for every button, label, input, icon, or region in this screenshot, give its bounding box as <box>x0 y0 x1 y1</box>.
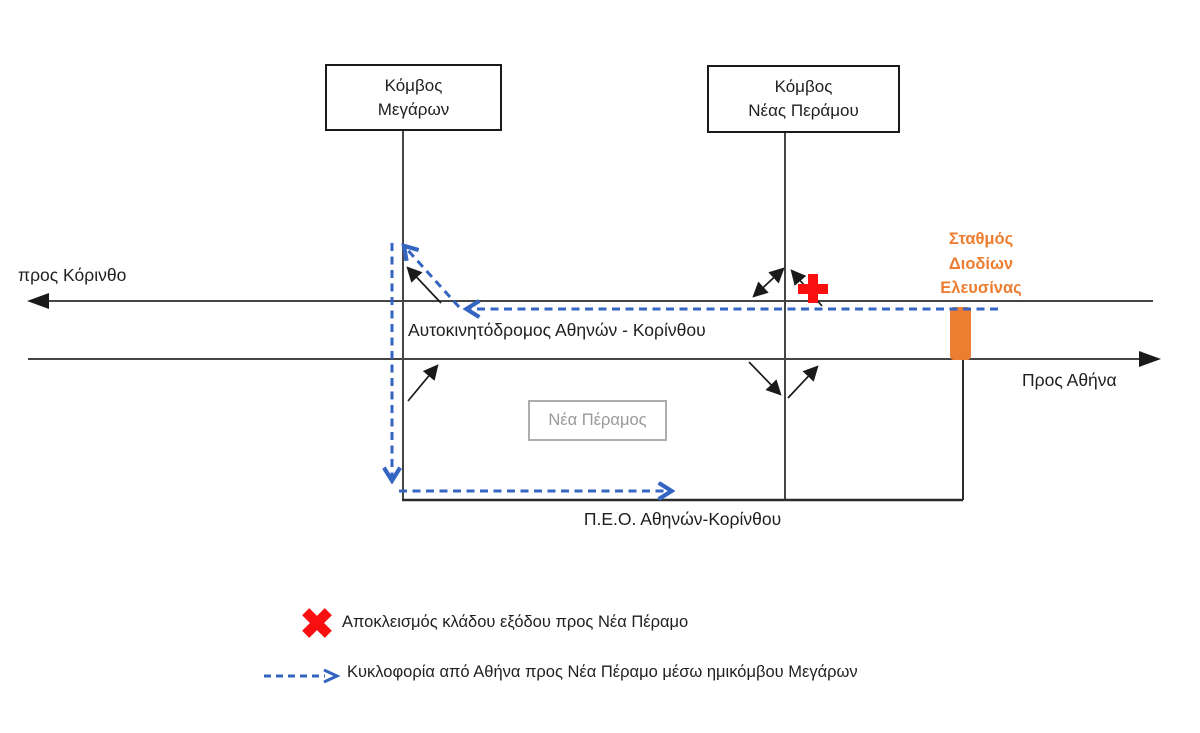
legend-item-closure <box>299 605 335 641</box>
diversion-route <box>392 243 998 491</box>
toll-station-label: Σταθμός Διοδίων Ελευσίνας <box>916 227 1046 301</box>
nea-peramou-junction-label-line1: Κόμβος <box>774 77 833 96</box>
megara-entry-ramp-arrow <box>407 364 439 402</box>
to-corinth-label: προς Κόρινθο <box>18 265 127 285</box>
nea-peramou-corinth-ramp-arrow <box>752 267 785 298</box>
motorway-label: Αυτοκινητόδρομος Αθηνών - Κορίνθου <box>408 320 706 340</box>
toll-station-label-line1: Σταθμός <box>948 230 1014 248</box>
left-arrowhead-icon <box>27 293 49 309</box>
toll-station-label-line2: Διοδίων <box>948 254 1014 273</box>
diversion-route-segment-2 <box>405 247 461 309</box>
legend-diversion-label: Κυκλοφορία από Αθήνα προς Νέα Πέραμο μέσ… <box>347 663 858 681</box>
closure-cross-icon <box>798 274 828 303</box>
megara-junction-label-line2: Μεγάρων <box>377 99 450 119</box>
village-box: Νέα Πέραμος <box>528 400 667 441</box>
peo-road-label: Π.Ε.Ο. Αθηνών-Κορίνθου <box>583 509 782 529</box>
village-label: Νέα Πέραμος <box>548 411 647 429</box>
nea-peramou-exit-ramp-arrow <box>748 361 782 396</box>
megara-junction-box: Κόμβος Μεγάρων <box>325 64 502 131</box>
nea-peramou-entry-ramp-arrow <box>787 365 819 399</box>
megara-exit-ramp-arrow <box>406 266 442 304</box>
diversion-route-arrow-icon <box>264 668 341 684</box>
megara-junction-label-line1: Κόμβος <box>384 75 443 95</box>
legend-item-diversion <box>262 668 342 684</box>
blocked-exit-x-icon <box>302 608 332 638</box>
right-arrowhead-icon <box>1139 351 1161 367</box>
toll-station-label-line3: Ελευσίνας <box>940 279 1022 297</box>
nea-peramou-junction-box: Κόμβος Νέας Περάμου <box>707 65 900 133</box>
toll-station-marker <box>950 307 971 360</box>
legend-closure-label: Αποκλεισμός κλάδου εξόδου προς Νέα Πέραμ… <box>342 613 689 631</box>
to-athens-label: Προς Αθήνα <box>1022 370 1117 390</box>
nea-peramou-junction-label-line2: Νέας Περάμου <box>748 101 859 120</box>
